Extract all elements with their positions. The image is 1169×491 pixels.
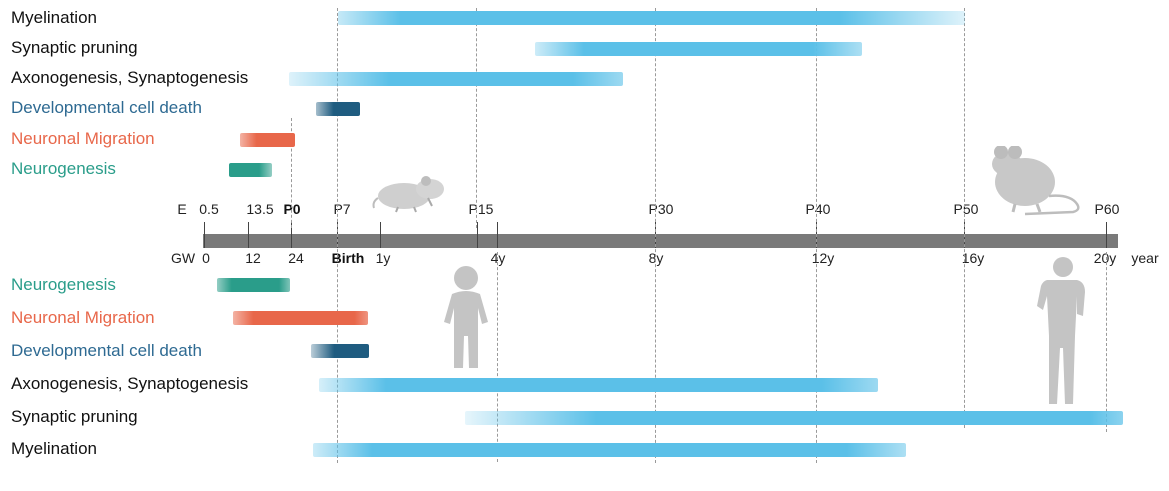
human-axis-prefix: GW — [170, 250, 196, 266]
mouse-tick-label: 13.5 — [246, 201, 274, 217]
bottom-bar-axonogenesis — [319, 378, 878, 392]
adult-human-icon — [1037, 257, 1085, 404]
human-axis-unit: year — [1131, 250, 1159, 266]
child-icon — [444, 266, 488, 368]
bottom-label-synaptic-pruning: Synaptic pruning — [11, 407, 138, 426]
axis-tick — [204, 222, 205, 248]
mouse-tick-label: P7 — [333, 201, 351, 217]
mouse-tick-label: P30 — [648, 201, 674, 217]
human-tick-label: 24 — [288, 250, 304, 266]
bottom-label-neuronal-migration: Neuronal Migration — [11, 308, 155, 327]
guide-line — [497, 252, 498, 462]
axis-tick — [380, 222, 381, 248]
guide-line — [291, 118, 292, 228]
human-tick-label: 0 — [202, 250, 210, 266]
top-bar-myelination — [338, 11, 965, 25]
guide-line — [476, 8, 477, 228]
guide-line — [964, 8, 965, 428]
mouse-tick-label: P50 — [953, 201, 979, 217]
axis-tick — [497, 222, 498, 248]
top-bar-neurogenesis — [229, 163, 272, 177]
mouse-tick-label: P60 — [1094, 201, 1120, 217]
mouse-tick-label: P40 — [805, 201, 831, 217]
bottom-label-cell-death: Developmental cell death — [11, 341, 202, 360]
adult-mouse-icon — [992, 146, 1080, 216]
guide-line — [1106, 252, 1107, 432]
mouse-tick-label: P0 — [283, 201, 301, 217]
human-tick-label: 4y — [490, 250, 506, 266]
axis-tick — [1106, 222, 1107, 248]
guide-line — [337, 8, 338, 463]
top-label-myelination: Myelination — [11, 8, 97, 27]
mouse-tick-label: P15 — [468, 201, 494, 217]
top-label-axonogenesis: Axonogenesis, Synaptogenesis — [11, 68, 249, 87]
bottom-bar-cell-death — [311, 344, 369, 358]
top-bar-neuronal-migration — [240, 133, 295, 147]
bottom-label-axonogenesis: Axonogenesis, Synaptogenesis — [11, 374, 249, 393]
axis-tick — [291, 222, 292, 248]
top-label-cell-death: Developmental cell death — [11, 98, 202, 117]
top-bar-axonogenesis — [289, 72, 623, 86]
human-tick-label: 12y — [811, 250, 835, 266]
bottom-bar-synaptic-pruning — [465, 411, 1123, 425]
top-bar-synaptic-pruning — [535, 42, 862, 56]
top-bar-cell-death — [316, 102, 360, 116]
human-tick-label: Birth — [331, 250, 365, 266]
mouse-axis-prefix: E — [177, 201, 187, 217]
mouse-tick-label: 0.5 — [199, 201, 219, 217]
top-label-neuronal-migration: Neuronal Migration — [11, 129, 155, 148]
bottom-bar-myelination — [313, 443, 906, 457]
guide-line — [816, 8, 817, 463]
guide-line — [655, 8, 656, 463]
human-tick-label: 20y — [1093, 250, 1117, 266]
human-tick-label: 12 — [245, 250, 261, 266]
top-label-synaptic-pruning: Synaptic pruning — [11, 38, 138, 57]
bottom-bar-neurogenesis — [217, 278, 290, 292]
timeline-axis — [203, 234, 1118, 248]
top-label-neurogenesis: Neurogenesis — [11, 159, 116, 178]
axis-tick — [477, 222, 478, 248]
human-tick-label: 16y — [961, 250, 985, 266]
human-tick-label: 1y — [375, 250, 391, 266]
bottom-label-myelination: Myelination — [11, 439, 97, 458]
axis-tick — [248, 222, 249, 248]
human-tick-label: 8y — [648, 250, 664, 266]
mouse-pup-icon — [372, 176, 444, 213]
bottom-label-neurogenesis: Neurogenesis — [11, 275, 116, 294]
bottom-bar-neuronal-migration — [233, 311, 368, 325]
